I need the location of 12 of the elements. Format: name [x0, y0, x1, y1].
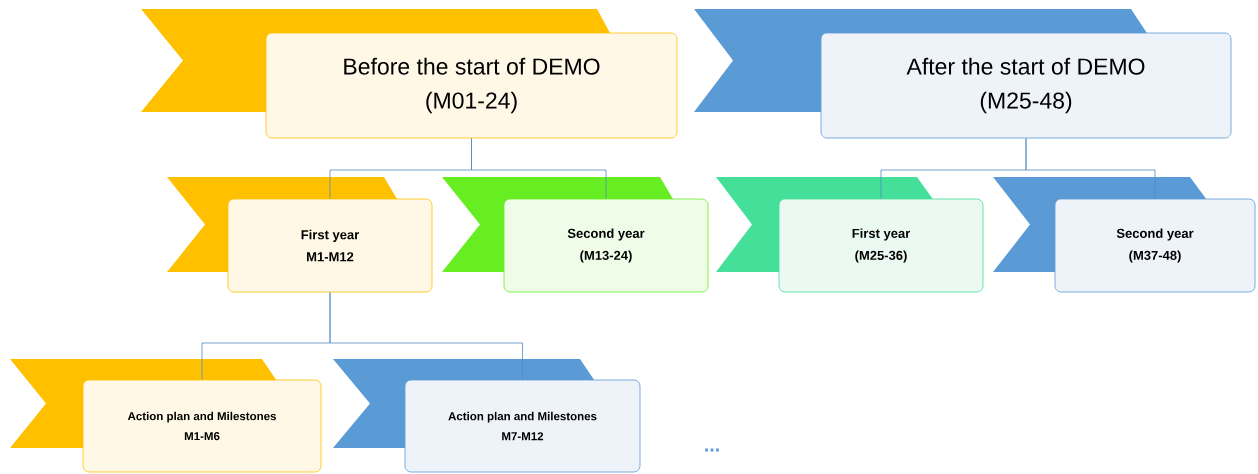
- chevron-box: Second year (M13-24): [442, 177, 709, 293]
- chevron-box: First year (M25-36): [716, 177, 984, 293]
- chevron-box: Action plan and Milestones M7-M12: [333, 359, 641, 473]
- chevron-box: Before the start of DEMO (M01-24): [141, 9, 678, 139]
- chevron-box: After the start of DEMO (M25-48): [694, 9, 1232, 139]
- chevron-box: Second year (M37-48): [993, 177, 1256, 293]
- ellipsis-text: ...: [705, 448, 719, 452]
- connector-line: [471, 138, 607, 199]
- chevron-box: First year M1-M12: [167, 177, 433, 293]
- chevron-box: Action plan and Milestones M1-M6: [10, 359, 322, 473]
- connector-line: [1025, 138, 1156, 199]
- connector-line: [329, 292, 523, 380]
